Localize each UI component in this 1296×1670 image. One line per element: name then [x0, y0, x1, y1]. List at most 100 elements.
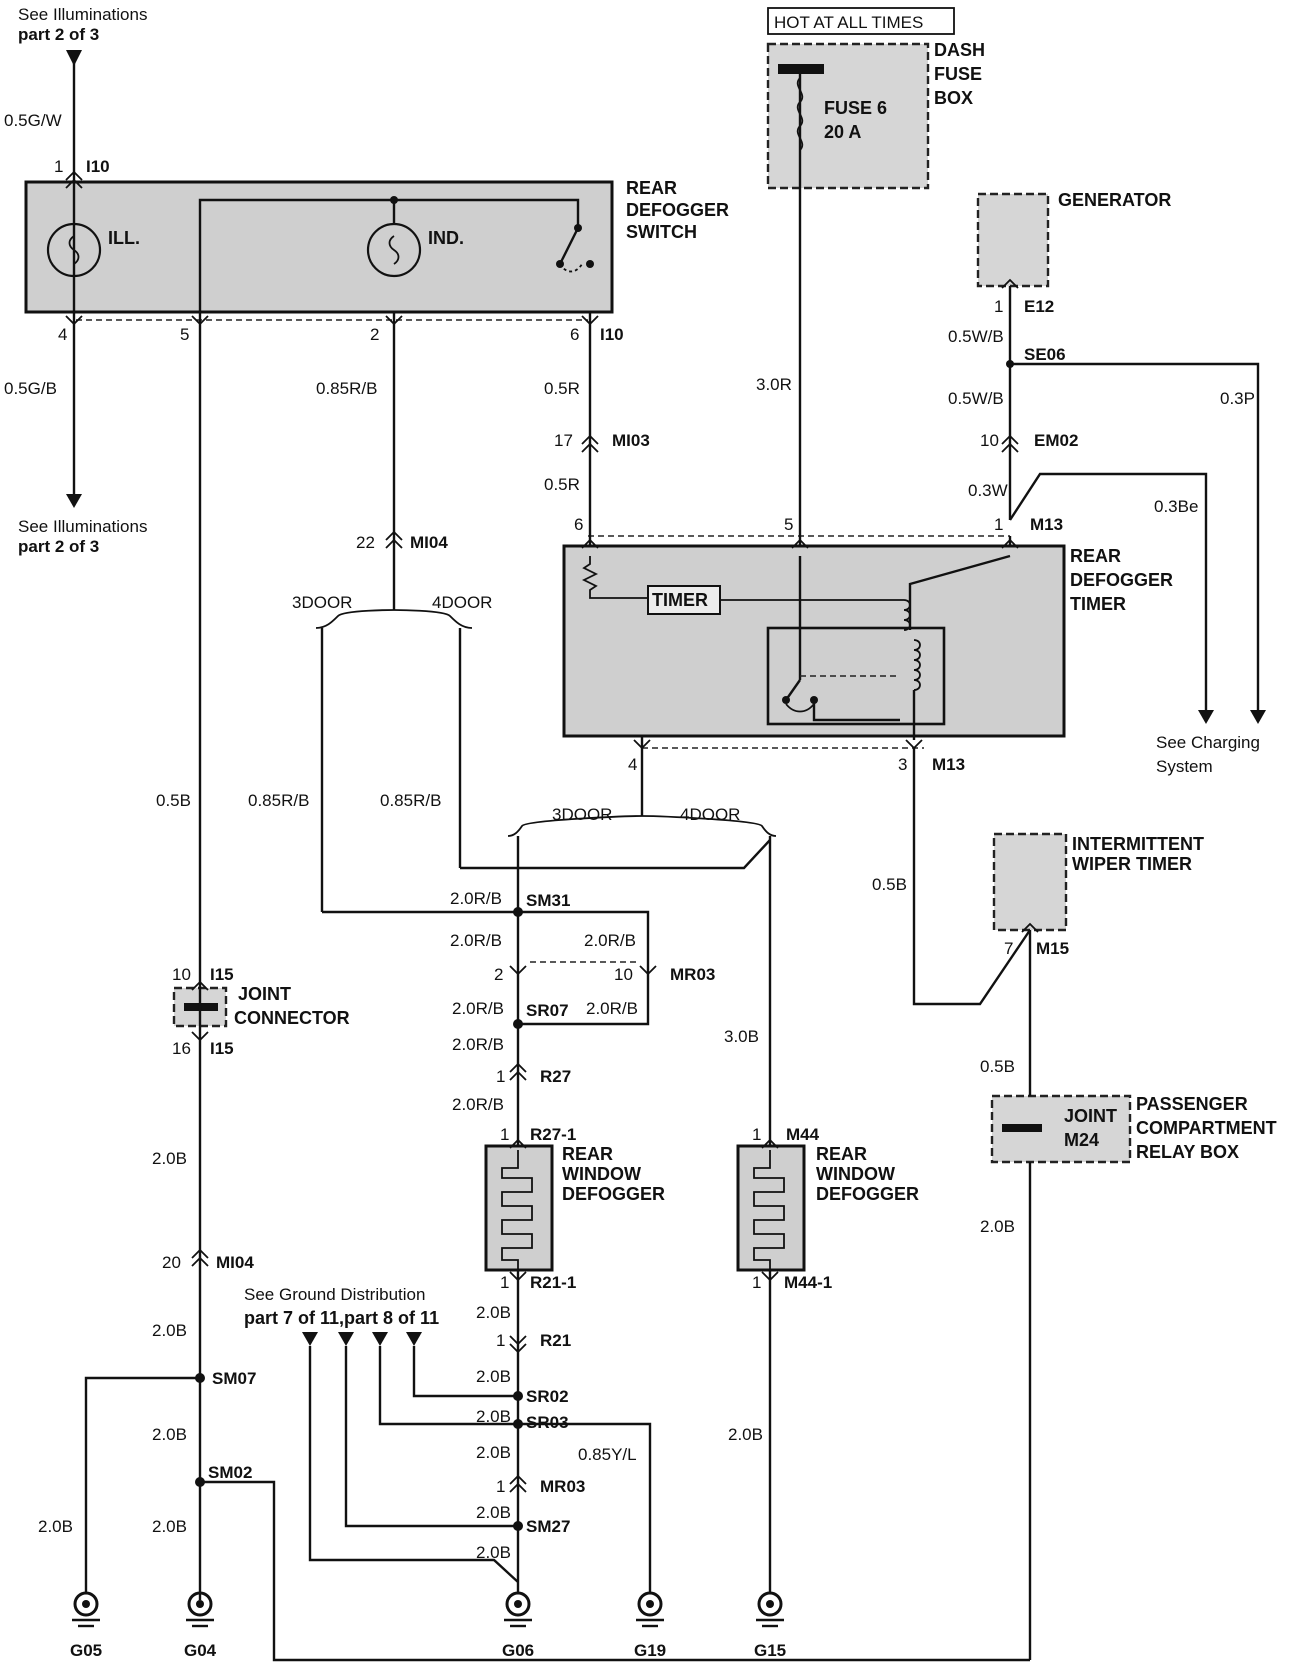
rear-defogger-switch-box: [24, 180, 614, 314]
pin-label: 10: [614, 965, 633, 984]
door4-label-a: 4DOOR: [432, 593, 492, 612]
pin-label: 10: [172, 965, 191, 984]
wire-label: 2.0R/B: [452, 999, 504, 1018]
wire-label: 0.5B: [156, 791, 191, 810]
rwd-left-label1: REAR: [562, 1144, 613, 1164]
pin-label: 10: [980, 431, 999, 450]
door3-label-a: 3DOOR: [292, 593, 352, 612]
wire-label: 3.0B: [724, 1027, 759, 1046]
generator-box: [976, 192, 1050, 288]
wire-label: 2.0B: [476, 1443, 511, 1462]
illum-bot-line1: See Illuminations: [18, 517, 147, 536]
connector-label: R21-1: [530, 1273, 576, 1292]
wire-label: 2.0B: [476, 1503, 511, 1522]
wire-label: 0.5G/W: [4, 111, 62, 130]
pin-label: 1: [994, 297, 1003, 316]
wire-label: 2.0B: [980, 1217, 1015, 1236]
splice-label: SR02: [526, 1387, 569, 1406]
connector-label: R27: [540, 1067, 571, 1086]
pcrb-label1: PASSENGER: [1136, 1094, 1248, 1114]
joint-connector-label2: CONNECTOR: [234, 1008, 350, 1028]
wire-label: 0.5W/B: [948, 327, 1004, 346]
wire-label: 2.0B: [152, 1517, 187, 1536]
pin-label: 1: [496, 1067, 505, 1086]
pin-label: 1: [54, 157, 63, 176]
pin-label: 4: [58, 325, 67, 344]
splice-label: SM07: [212, 1369, 256, 1388]
pin-label: 4: [628, 755, 637, 774]
pcrb-label3: RELAY BOX: [1136, 1142, 1239, 1162]
pin-label: 5: [180, 325, 189, 344]
connector-label: M15: [1036, 939, 1069, 958]
wire-label: 2.0R/B: [586, 999, 638, 1018]
wire-label: 2.0B: [38, 1517, 73, 1536]
dash-fuse-label2: FUSE: [934, 64, 982, 84]
pin-label: 1: [752, 1125, 761, 1144]
pin-label: 5: [784, 515, 793, 534]
ground-label-g04: G04: [184, 1641, 217, 1660]
hot-at-all-times-box: [767, 7, 955, 35]
relay-box: [766, 626, 946, 726]
connector-label: I10: [86, 157, 110, 176]
wire-label: 0.5R: [544, 475, 580, 494]
pin-label: 2: [370, 325, 379, 344]
ground-label-g15: G15: [754, 1641, 786, 1660]
ground-g06-icon: [504, 1591, 532, 1628]
connector-label: E12: [1024, 297, 1054, 316]
ground-g19-icon: [636, 1591, 664, 1628]
joint-connector-label1: JOINT: [238, 984, 291, 1004]
connector-label: I15: [210, 1039, 234, 1058]
wire-label: 0.5G/B: [4, 379, 57, 398]
connector-label: MI03: [612, 431, 650, 450]
switch-label3: SWITCH: [626, 222, 697, 242]
wire-label: 0.85R/B: [316, 379, 377, 398]
wire-label: 0.3W: [968, 481, 1008, 500]
ill-label: ILL.: [108, 228, 140, 248]
wire-label: 0.3P: [1220, 389, 1255, 408]
m24-joint-label: JOINT: [1064, 1106, 1117, 1126]
splice-label: SR03: [526, 1413, 569, 1432]
connector-label: EM02: [1034, 431, 1078, 450]
pin-label: 1: [500, 1273, 509, 1292]
wire-label: 0.85R/B: [380, 791, 441, 810]
pcrb-label2: COMPARTMENT: [1136, 1118, 1277, 1138]
ground-label-g19: G19: [634, 1641, 666, 1660]
connector-label: MR03: [540, 1477, 585, 1496]
pin-label: 20: [162, 1253, 181, 1272]
connector-label: MI04: [216, 1253, 254, 1272]
pin-label: 1: [994, 515, 1003, 534]
m24-label: M24: [1064, 1130, 1099, 1150]
wire-label: 0.85Y/L: [578, 1445, 637, 1464]
wiper-label1: INTERMITTENT: [1072, 834, 1204, 854]
dash-fuse-label3: BOX: [934, 88, 973, 108]
pin-label: 7: [1004, 939, 1013, 958]
wire-label: 2.0B: [476, 1367, 511, 1386]
connector-label: SE06: [1024, 345, 1066, 364]
splice-label: SM31: [526, 891, 570, 910]
rear-window-defogger-right: [736, 1144, 806, 1272]
charging-label2: System: [1156, 757, 1213, 776]
rwd-right-label3: DEFOGGER: [816, 1184, 919, 1204]
intermittent-wiper-timer-box: [992, 832, 1068, 932]
timer-label1: REAR: [1070, 546, 1121, 566]
ground-label-g06: G06: [502, 1641, 534, 1660]
timer-inner-label: TIMER: [652, 590, 708, 610]
illum-top-line2: part 2 of 3: [18, 25, 99, 44]
wire-label: 0.5B: [872, 875, 907, 894]
pin-label: 3: [898, 755, 907, 774]
generator-label: GENERATOR: [1058, 190, 1171, 210]
connector-label: M13: [932, 755, 965, 774]
ground-dist-label2: part 7 of 11,part 8 of 11: [244, 1308, 439, 1328]
wire-label: 0.3Be: [1154, 497, 1198, 516]
wire-label: 2.0B: [476, 1303, 511, 1322]
connector-label: M44: [786, 1125, 820, 1144]
connector-label: I15: [210, 965, 234, 984]
fuse-label1: FUSE 6: [824, 98, 887, 118]
illum-bot-line2: part 2 of 3: [18, 537, 99, 556]
ind-label: IND.: [428, 228, 464, 248]
ground-dist-label1: See Ground Distribution: [244, 1285, 425, 1304]
door4-label-b: 4DOOR: [680, 805, 740, 824]
dash-fuse-label1: DASH: [934, 40, 985, 60]
wire-label: 2.0B: [476, 1407, 511, 1426]
